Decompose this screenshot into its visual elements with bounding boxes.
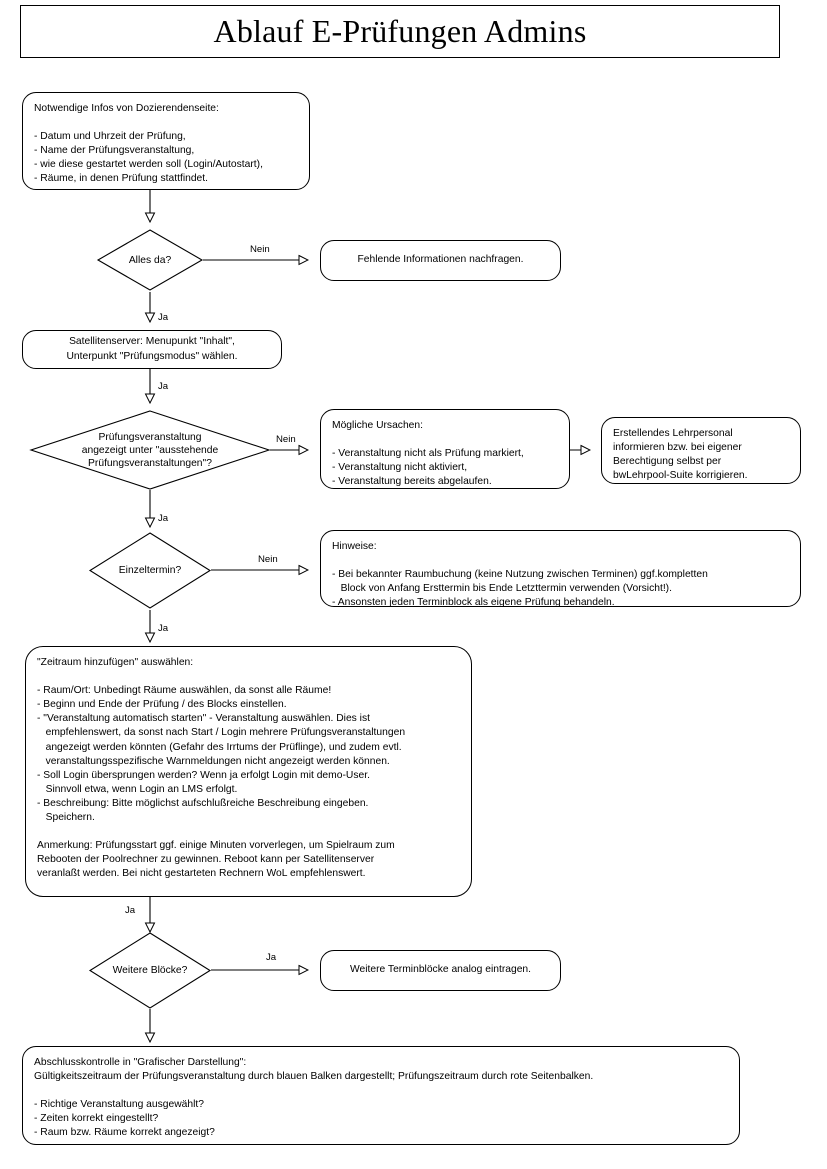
node-zeitraum-hinzufuegen-text: "Zeitraum hinzufügen" auswählen: - Raum/… bbox=[37, 657, 406, 880]
node-abschlusskontrolle-text: Abschlusskontrolle in "Grafischer Darste… bbox=[34, 1057, 594, 1139]
edge-label-zeitraum-ja: Ja bbox=[125, 905, 136, 916]
edge-label-einzeltermin-nein: Nein bbox=[258, 554, 278, 565]
node-erstellendes-lehrpersonal-text: Erstellendes Lehrpersonal informieren bz… bbox=[613, 428, 748, 482]
edge-label-angezeigt-ja: Ja bbox=[158, 513, 169, 524]
edge-label-bloecke-ja: Ja bbox=[266, 952, 277, 963]
diagram-title-box: Ablauf E-Prüfungen Admins bbox=[20, 5, 780, 58]
node-weitere-terminbloecke: Weitere Terminblöcke analog eintragen. bbox=[320, 950, 561, 991]
node-erstellendes-lehrpersonal: Erstellendes Lehrpersonal informieren bz… bbox=[601, 417, 801, 484]
edge-label-satellitenserver-ja: Ja bbox=[158, 381, 169, 392]
node-moegliche-ursachen: Mögliche Ursachen: - Veranstaltung nicht… bbox=[320, 409, 570, 489]
edge-label-einzeltermin-ja: Ja bbox=[158, 623, 169, 634]
node-hinweise-text: Hinweise: - Bei bekannter Raumbuchung (k… bbox=[332, 541, 708, 609]
node-zeitraum-hinzufuegen: "Zeitraum hinzufügen" auswählen: - Raum/… bbox=[25, 646, 472, 897]
edge-label-alles-da-nein: Nein bbox=[250, 244, 270, 255]
edge-label-angezeigt-nein: Nein bbox=[276, 434, 296, 445]
decision-einzeltermin: Einzeltermin? bbox=[88, 532, 212, 609]
node-notwendige-infos: Notwendige Infos von Dozierendenseite: -… bbox=[22, 92, 310, 190]
node-satellitenserver-text: Satellitenserver: Menupunkt "Inhalt", Un… bbox=[66, 336, 238, 362]
decision-weitere-bloecke: Weitere Blöcke? bbox=[88, 932, 212, 1009]
node-hinweise: Hinweise: - Bei bekannter Raumbuchung (k… bbox=[320, 530, 801, 609]
node-fehlende-informationen-text: Fehlende Informationen nachfragen. bbox=[357, 254, 524, 266]
node-weitere-terminbloecke-text: Weitere Terminblöcke analog eintragen. bbox=[349, 964, 532, 976]
node-satellitenserver: Satellitenserver: Menupunkt "Inhalt", Un… bbox=[22, 330, 282, 369]
decision-pruefungsveranstaltung-angezeigt: Prüfungsveranstaltung angezeigt unter "a… bbox=[29, 410, 271, 490]
edge-label-alles-da-ja: Ja bbox=[158, 312, 169, 323]
node-fehlende-informationen: Fehlende Informationen nachfragen. bbox=[320, 240, 561, 281]
node-abschlusskontrolle: Abschlusskontrolle in "Grafischer Darste… bbox=[22, 1046, 740, 1145]
decision-alles-da: Alles da? bbox=[96, 229, 204, 291]
page-title: Ablauf E-Prüfungen Admins bbox=[213, 13, 587, 49]
node-moegliche-ursachen-text: Mögliche Ursachen: - Veranstaltung nicht… bbox=[332, 420, 524, 488]
node-notwendige-infos-text: Notwendige Infos von Dozierendenseite: -… bbox=[34, 103, 263, 185]
